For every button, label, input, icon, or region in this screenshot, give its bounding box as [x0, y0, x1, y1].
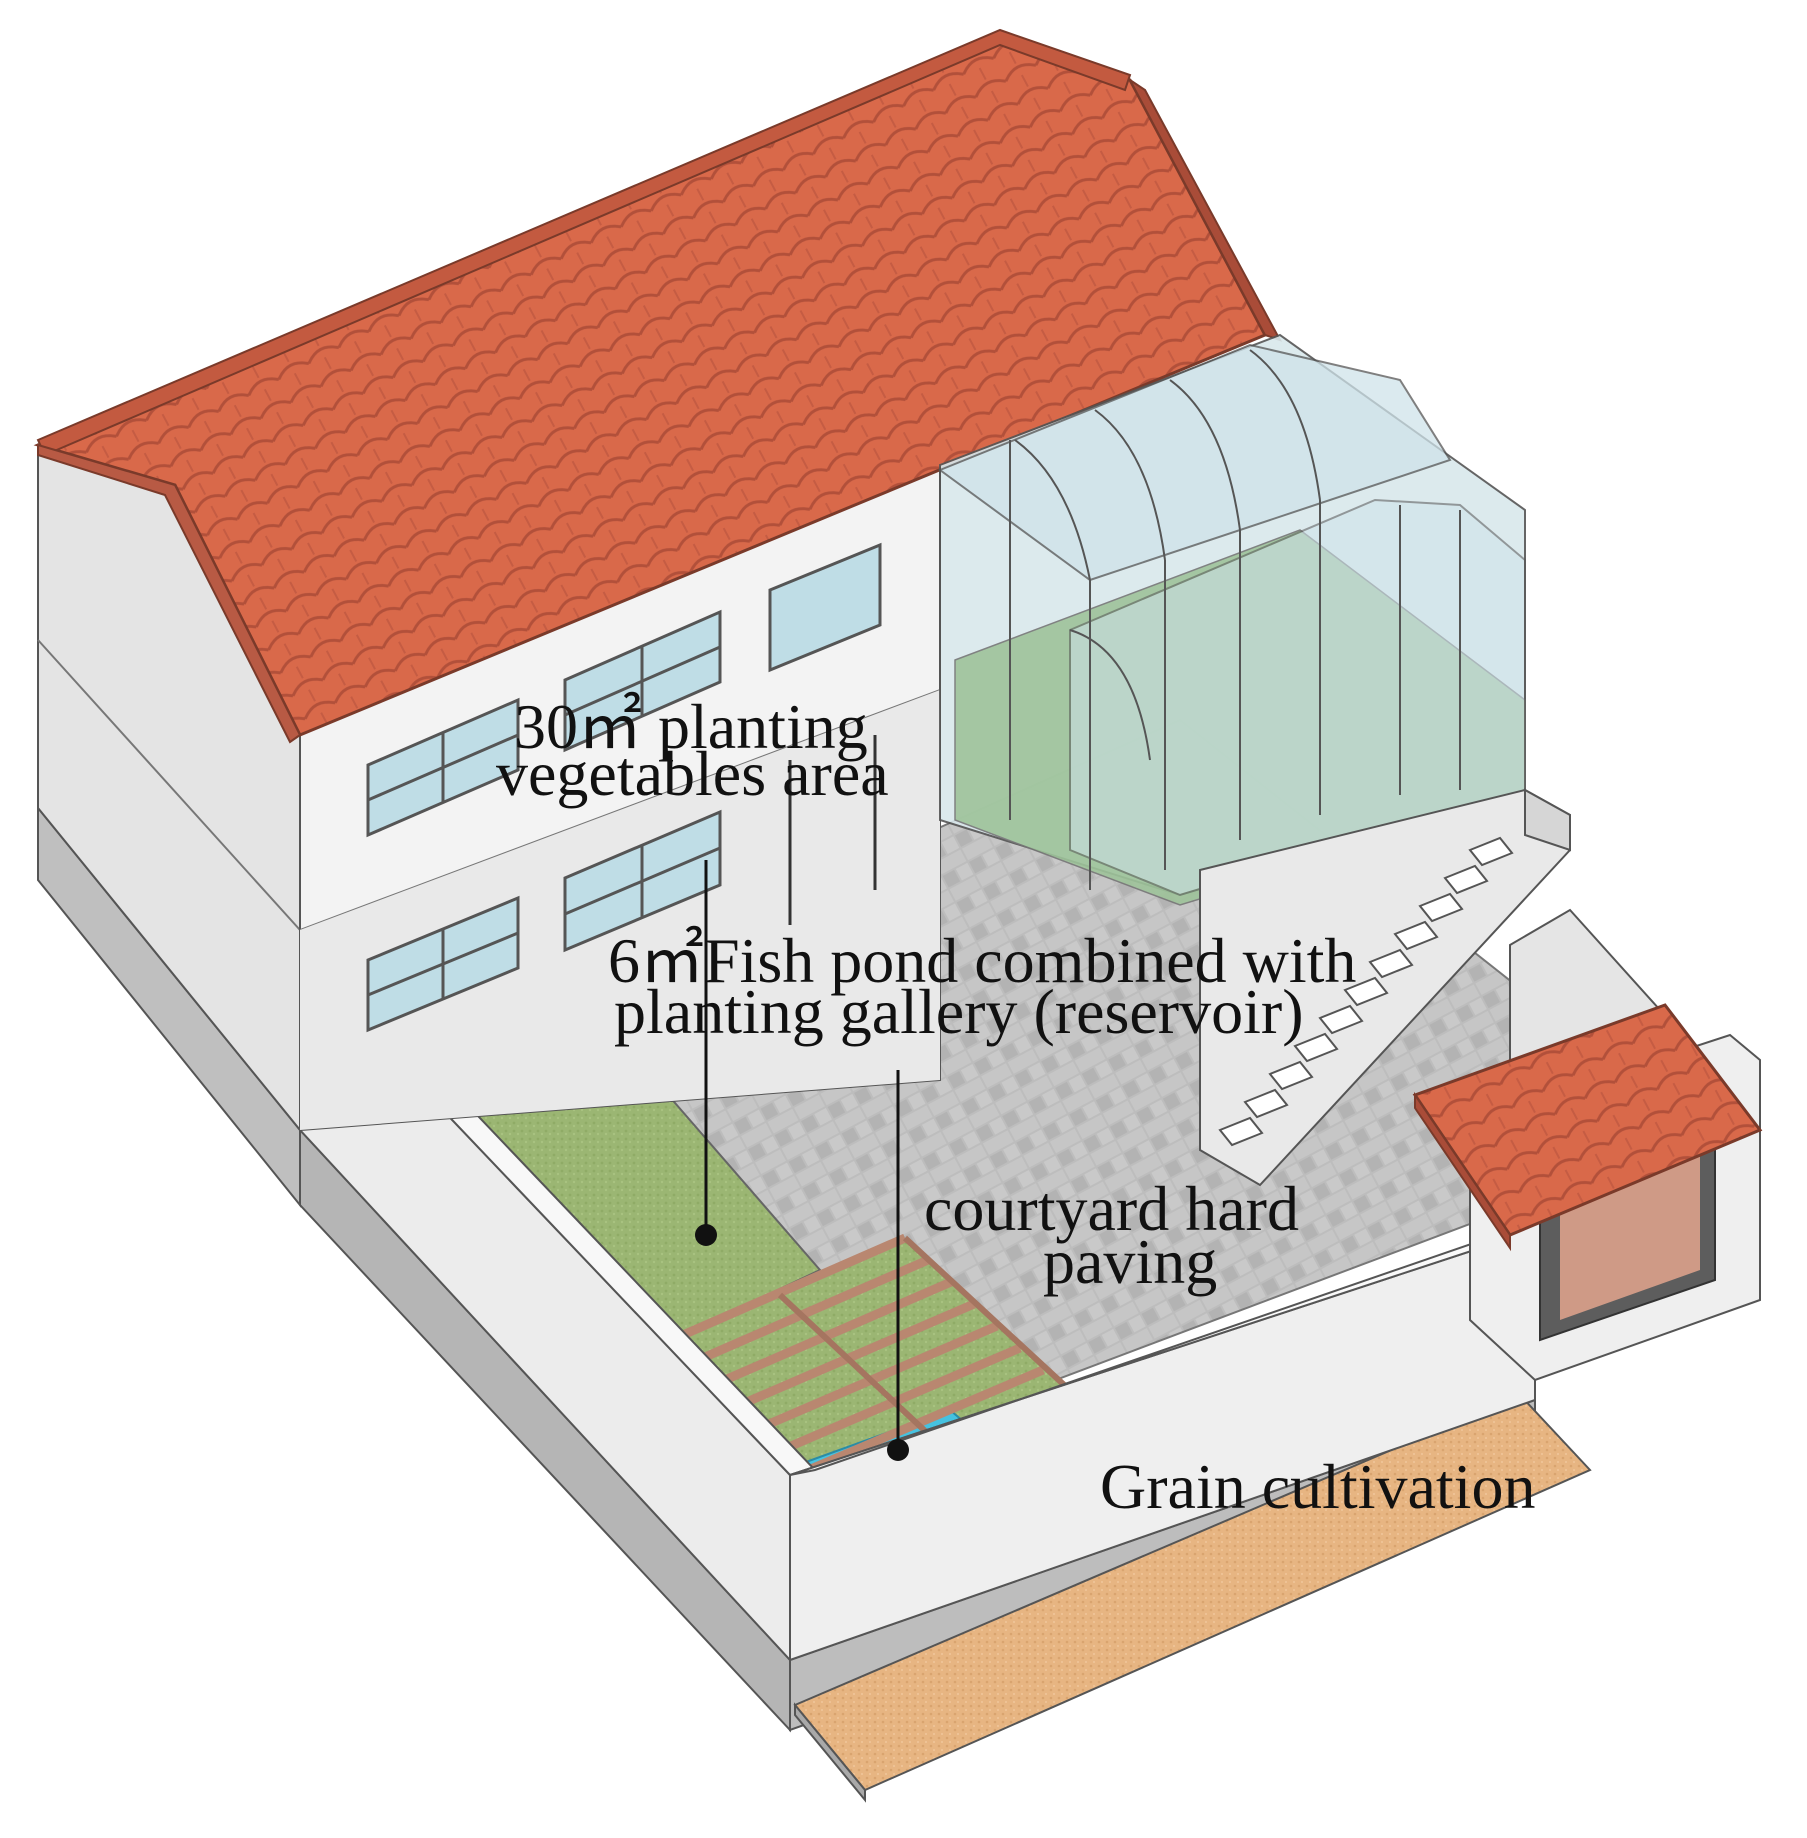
grain-field-edge	[794, 1702, 866, 1803]
label-planting-line2: vegetables area	[496, 738, 889, 809]
greenhouse	[937, 333, 1526, 906]
window-upper-3	[768, 542, 882, 673]
upper-windows	[366, 542, 882, 838]
greenhouse-mullions	[1009, 349, 1461, 890]
label-grain: Grain cultivation	[1100, 1451, 1535, 1522]
label-fishpond-line2: planting gallery (reservoir)	[614, 976, 1304, 1047]
outdoor-staircase	[1199, 788, 1571, 1187]
greenhouse-glass-lower	[1069, 498, 1526, 897]
label-courtyard-line1: courtyard hard	[924, 1173, 1299, 1244]
roof-gable-edge	[37, 443, 302, 744]
main-house	[33, 28, 1283, 1133]
garden-shed	[1412, 1003, 1763, 1382]
lower-windows	[366, 809, 722, 1033]
leader-dot-fishpond	[887, 1439, 909, 1461]
greenhouse-glass-upper	[937, 343, 1452, 582]
leader-dot-planting	[695, 1224, 717, 1246]
shed-roof-edge	[1414, 1091, 1511, 1252]
label-fishpond-line1: 6㎡Fish pond combined with	[608, 925, 1356, 996]
stair-steps	[1218, 836, 1514, 1147]
label-planting-line1: 30㎡ planting	[514, 691, 868, 762]
annotation-labels: 30㎡ planting vegetables area 6㎡Fish pond…	[496, 691, 1535, 1522]
stair-side-wall	[1524, 788, 1571, 852]
leader-lines	[704, 860, 900, 1450]
label-courtyard-line2: paving	[1043, 1226, 1217, 1297]
